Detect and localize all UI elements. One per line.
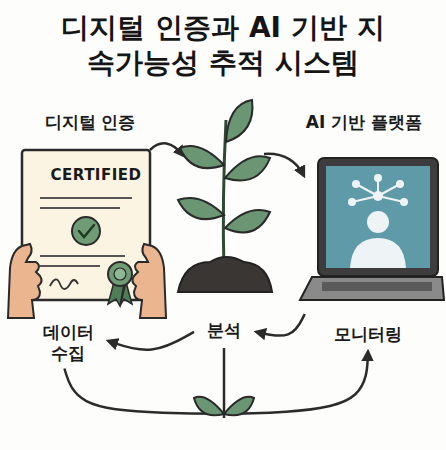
signature xyxy=(50,279,78,289)
person-icon xyxy=(350,211,406,268)
right-hand xyxy=(132,244,166,318)
platform-node: AI 기반 플랫폼 xyxy=(286,112,442,312)
plant-leaf xyxy=(178,100,270,232)
flow-arrow xyxy=(256,314,305,336)
award-rosette xyxy=(114,268,126,280)
check-seal xyxy=(72,217,100,245)
diagram-title: 디지털 인증과 AI 기반 지속가능성 추적 시스템 xyxy=(53,10,393,80)
plant-leaf xyxy=(226,100,252,142)
ai-network-icon xyxy=(348,198,356,206)
flow-arrow xyxy=(150,143,184,156)
small-leaf xyxy=(224,397,254,416)
certificate-paper xyxy=(40,197,132,199)
ai-network-icon xyxy=(373,191,383,201)
growth-stem xyxy=(223,348,226,418)
plant-leaf xyxy=(180,146,224,168)
ai-network-icon xyxy=(400,198,408,206)
award-rosette xyxy=(108,262,132,306)
step-label: 모니터링 xyxy=(316,324,420,345)
laptop-base xyxy=(322,282,432,291)
right-hand xyxy=(132,244,166,318)
check-seal xyxy=(72,217,100,245)
plant-leaf xyxy=(178,198,224,219)
step-node: 데이터 수집 xyxy=(32,320,104,367)
plant-leaf xyxy=(225,156,270,180)
laptop-screen xyxy=(318,158,438,276)
node-heading: AI 기반 플랫폼 xyxy=(286,112,442,133)
step-label: 분석 xyxy=(196,320,252,341)
node-heading: 디지털 인증 xyxy=(10,112,170,133)
certificate-paper xyxy=(40,265,100,267)
certificate-node: 디지털 인증 CERTIFIED xyxy=(10,112,170,308)
ai-network-icon xyxy=(352,180,360,188)
person-icon xyxy=(350,238,406,268)
soil-mound xyxy=(178,257,272,292)
flow-arrow xyxy=(108,332,194,350)
certificate-paper xyxy=(40,255,125,257)
step-node: 모니터링 xyxy=(316,322,420,347)
laptop-base xyxy=(300,277,444,300)
signature xyxy=(50,279,78,289)
check-seal xyxy=(79,225,94,237)
growth-stem xyxy=(224,348,225,418)
ai-network-icon xyxy=(396,180,404,188)
step-label: 데이터 수집 xyxy=(32,322,104,365)
certificate-label: CERTIFIED xyxy=(34,166,158,185)
laptop-screen xyxy=(318,158,438,276)
ai-network-icon xyxy=(348,174,408,206)
left-hand xyxy=(8,244,42,318)
plant-leaf xyxy=(225,210,270,232)
small-leaf xyxy=(194,397,254,416)
soil-mound xyxy=(178,257,272,292)
laptop-screen xyxy=(326,166,430,268)
award-rosette xyxy=(108,262,132,286)
small-leaf xyxy=(194,397,224,416)
left-hand xyxy=(8,244,42,318)
step-node: 분석 xyxy=(196,318,252,343)
laptop-base xyxy=(300,277,444,300)
ai-network-icon xyxy=(374,174,382,182)
person-icon xyxy=(367,211,389,233)
flow-arrow xyxy=(150,143,304,176)
certificate-paper xyxy=(40,207,120,209)
